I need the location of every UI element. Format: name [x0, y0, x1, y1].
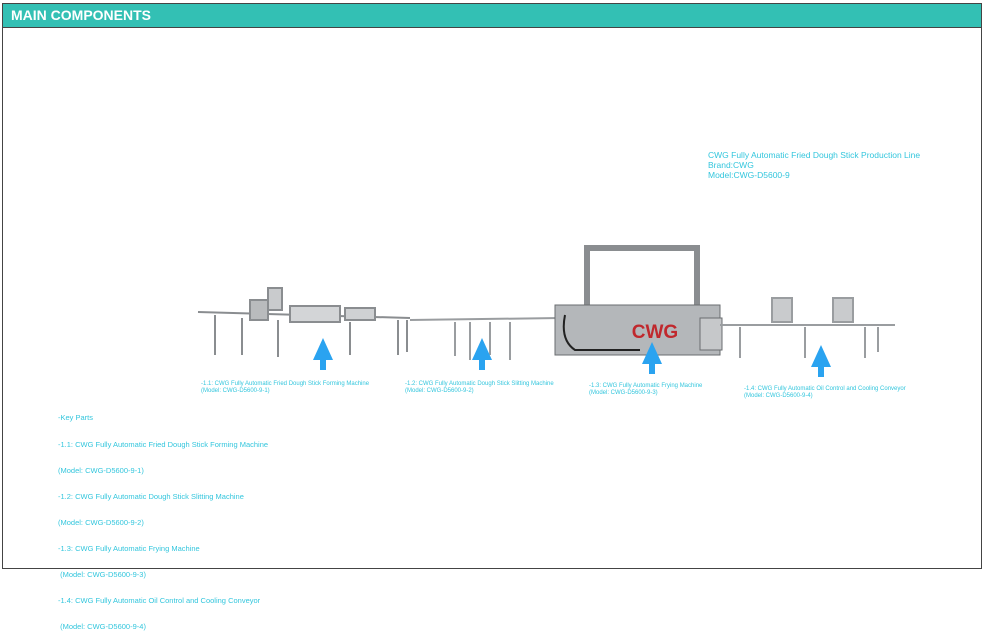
- callout-frying-machine: -1.3: CWG Fully Automatic Frying Machine…: [589, 383, 702, 397]
- arrow-up-icon: [313, 338, 333, 370]
- callout-cooling-conveyor: -1.4: CWG Fully Automatic Oil Control an…: [744, 386, 906, 400]
- callout-name: -1.3: CWG Fully Automatic Frying Machine: [589, 383, 703, 389]
- slitting-machine: [409, 317, 561, 360]
- product-info: CWG Fully Automatic Fried Dough Stick Pr…: [708, 150, 920, 180]
- product-name: CWG Fully Automatic Fried Dough Stick Pr…: [708, 150, 921, 160]
- key-parts-heading: -Key Parts: [58, 413, 94, 423]
- key-part-model: (Model: CWG-D5600-9-3): [58, 570, 146, 580]
- key-part-model: (Model: CWG-D5600-9-4): [58, 622, 146, 632]
- callout-name: -1.2: CWG Fully Automatic Dough Stick Sl…: [405, 381, 554, 387]
- key-part-name: -1.2: CWG Fully Automatic Dough Stick Sl…: [58, 491, 244, 501]
- key-part-name: -1.3: CWG Fully Automatic Frying Machine: [58, 543, 200, 553]
- frying-machine: [554, 245, 723, 356]
- production-line-illustration: CWG: [197, 245, 895, 377]
- cooling-conveyor: [720, 297, 895, 358]
- callout-model: (Model: CWG-D5600-9-2): [405, 388, 474, 394]
- callout-name: -1.1: CWG Fully Automatic Fried Dough St…: [201, 381, 370, 387]
- callout-model: (Model: CWG-D5600-9-4): [744, 393, 813, 399]
- key-part-name: -1.4: CWG Fully Automatic Oil Control an…: [58, 596, 261, 606]
- section-header: MAIN COMPONENTS: [3, 4, 981, 28]
- callout-name: -1.4: CWG Fully Automatic Oil Control an…: [744, 386, 906, 392]
- main-components-panel: MAIN COMPONENTS: [2, 3, 982, 569]
- callout-forming-machine: -1.1: CWG Fully Automatic Fried Dough St…: [201, 381, 369, 395]
- callout-slitting-machine: -1.2: CWG Fully Automatic Dough Stick Sl…: [405, 381, 554, 395]
- callout-model: (Model: CWG-D5600-9-1): [201, 388, 270, 394]
- key-parts-list: -Key Parts -1.1: CWG Fully Automatic Fri…: [58, 397, 268, 641]
- product-model: Model:CWG-D5600-9: [708, 170, 790, 180]
- cwg-logo: CWG: [632, 322, 678, 343]
- arrow-up-icon: [642, 342, 662, 374]
- callout-model: (Model: CWG-D5600-9-3): [589, 390, 658, 396]
- key-part-model: (Model: CWG-D5600-9-2): [58, 517, 144, 527]
- arrow-up-icon: [811, 345, 831, 377]
- key-part-model: (Model: CWG-D5600-9-1): [58, 465, 144, 475]
- forming-machine: [197, 287, 411, 357]
- arrow-up-icon: [472, 338, 492, 370]
- key-part-name: -1.1: CWG Fully Automatic Fried Dough St…: [58, 439, 269, 449]
- product-brand: Brand:CWG: [708, 160, 754, 170]
